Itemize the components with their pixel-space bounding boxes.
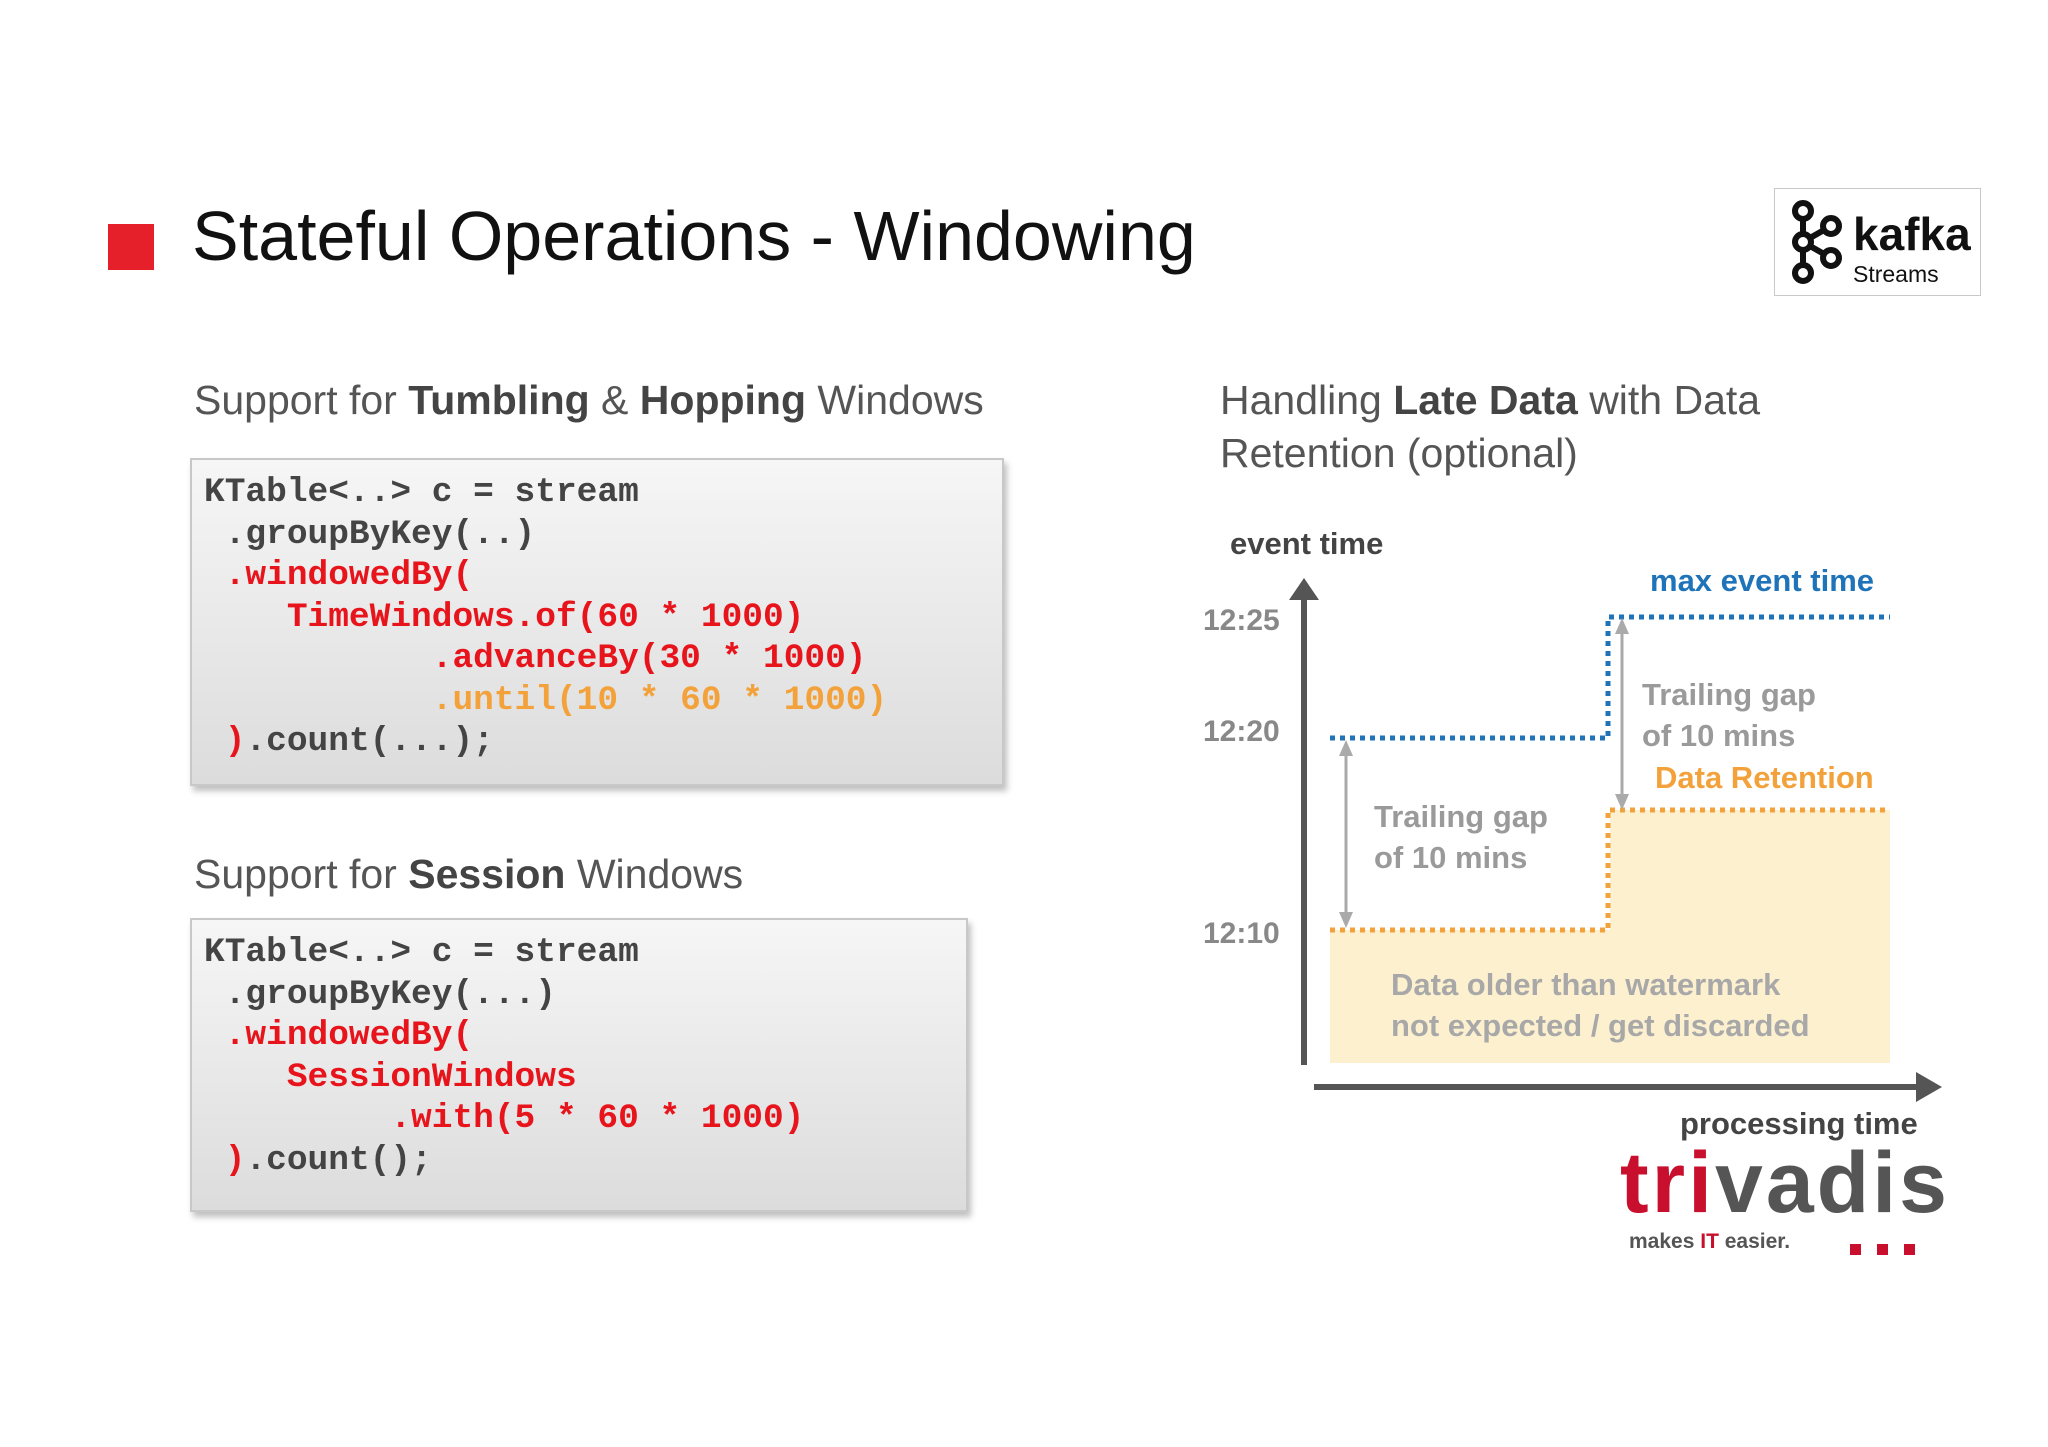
code-closer: )	[224, 1140, 246, 1180]
x-axis-label: processing time	[1680, 1106, 1918, 1141]
x-axis-arrow-icon	[1916, 1072, 1942, 1102]
code-line: SessionWindows	[204, 1057, 577, 1097]
code-line: .count();	[245, 1140, 432, 1180]
trailing-gap-label-2: Trailing gap of 10 mins	[1642, 674, 1816, 756]
heading-text: Support for	[194, 377, 409, 423]
heading-text: Windows	[806, 377, 984, 423]
code-line: .count(...);	[245, 722, 494, 761]
slide-title: Stateful Operations - Windowing	[192, 197, 1196, 275]
tick-label: 12:10	[1203, 917, 1280, 950]
heading-text: Windows	[565, 851, 744, 897]
code-box-time-windows: KTable<..> c = stream .groupByKey(..) .w…	[190, 458, 1004, 786]
trivadis-dots-icon	[1850, 1242, 1931, 1260]
code-line: .windowedBy(	[204, 1016, 474, 1055]
gap-arrow-2-bottom-icon	[1615, 794, 1629, 810]
heading-bold-hopping: Hopping	[639, 377, 807, 423]
trivadis-wordmark: trivadis	[1620, 1140, 1950, 1226]
label-line: Trailing gap	[1374, 799, 1548, 834]
y-axis-label: event time	[1230, 526, 1384, 561]
max-event-time-line	[1330, 614, 1890, 741]
heading-text: Handling	[1220, 377, 1394, 423]
data-retention-label: Data Retention	[1655, 760, 1874, 795]
code-closer: )	[224, 722, 246, 761]
label-line: Data older than watermark	[1391, 967, 1781, 1002]
label-line: Trailing gap	[1642, 677, 1816, 712]
code-listing-time-windows: KTable<..> c = stream .groupByKey(..) .w…	[204, 472, 887, 763]
code-line: .advanceBy(30 * 1000)	[204, 639, 867, 678]
kafka-icon	[1792, 200, 1842, 284]
tick-label: 12:25	[1203, 604, 1280, 637]
tick-label: 12:20	[1203, 715, 1280, 748]
heading-text: Retention (optional)	[1220, 430, 1578, 477]
trivadis-logo: trivadis makes IT easier.	[1620, 1140, 1950, 1260]
code-line: TimeWindows.of(60 * 1000)	[204, 597, 805, 637]
code-line: .until(10 * 60 * 1000)	[204, 680, 888, 720]
code-line: KTable<..> c = stream	[204, 473, 639, 512]
trivadis-tagline: makes IT easier.	[1629, 1230, 1790, 1254]
heading-bold-tumbling: Tumbling	[408, 377, 590, 423]
code-line: .groupByKey(...)	[204, 974, 556, 1014]
logo-part: vadis	[1715, 1135, 1950, 1231]
trailing-gap-label-1: Trailing gap of 10 mins	[1374, 796, 1548, 878]
discard-region	[1330, 930, 1890, 1063]
session-heading: Support for Session Windows	[194, 848, 743, 901]
label-line: of 10 mins	[1374, 840, 1528, 875]
logo-part: i	[1688, 1135, 1716, 1231]
heading-bold-session: Session	[408, 851, 566, 897]
kafka-logo-word: kafka	[1853, 208, 1971, 260]
code-box-session-windows: KTable<..> c = stream .groupByKey(...) .…	[190, 918, 968, 1212]
heading-text: Support for	[194, 851, 409, 897]
retention-region	[1610, 810, 1890, 930]
title-bullet	[108, 224, 154, 270]
label-line: of 10 mins	[1642, 718, 1796, 753]
gap-arrow-1-top-icon	[1339, 740, 1353, 756]
label-line: not expected / get discarded	[1391, 1008, 1810, 1043]
tag-part: IT	[1700, 1230, 1719, 1253]
kafka-streams-logo: kafka Streams	[1774, 188, 1981, 296]
heading-text: with Data	[1577, 377, 1761, 423]
code-line: .with(5 * 60 * 1000)	[204, 1099, 805, 1138]
heading-bold-late-data: Late Data	[1393, 377, 1578, 423]
code-line: KTable<..> c = stream	[204, 933, 639, 972]
tumbling-hopping-heading: Support for Tumbling & Hopping Windows	[194, 374, 984, 427]
y-axis-arrow-icon	[1289, 578, 1319, 600]
gap-arrow-2-top-icon	[1615, 618, 1629, 634]
code-listing-session-windows: KTable<..> c = stream .groupByKey(...) .…	[204, 932, 804, 1181]
gap-arrow-1-bottom-icon	[1339, 912, 1353, 928]
tag-part: easier.	[1718, 1230, 1791, 1253]
code-line: .groupByKey(..)	[204, 514, 536, 554]
kafka-logo-sub: Streams	[1853, 261, 1939, 287]
tag-part: makes	[1629, 1230, 1701, 1253]
max-event-time-label: max event time	[1650, 563, 1874, 598]
logo-part: tr	[1620, 1135, 1689, 1231]
heading-text: &	[589, 377, 640, 423]
discard-region-label: Data older than watermark not expected / …	[1391, 964, 1810, 1046]
code-line: .windowedBy(	[204, 556, 474, 595]
